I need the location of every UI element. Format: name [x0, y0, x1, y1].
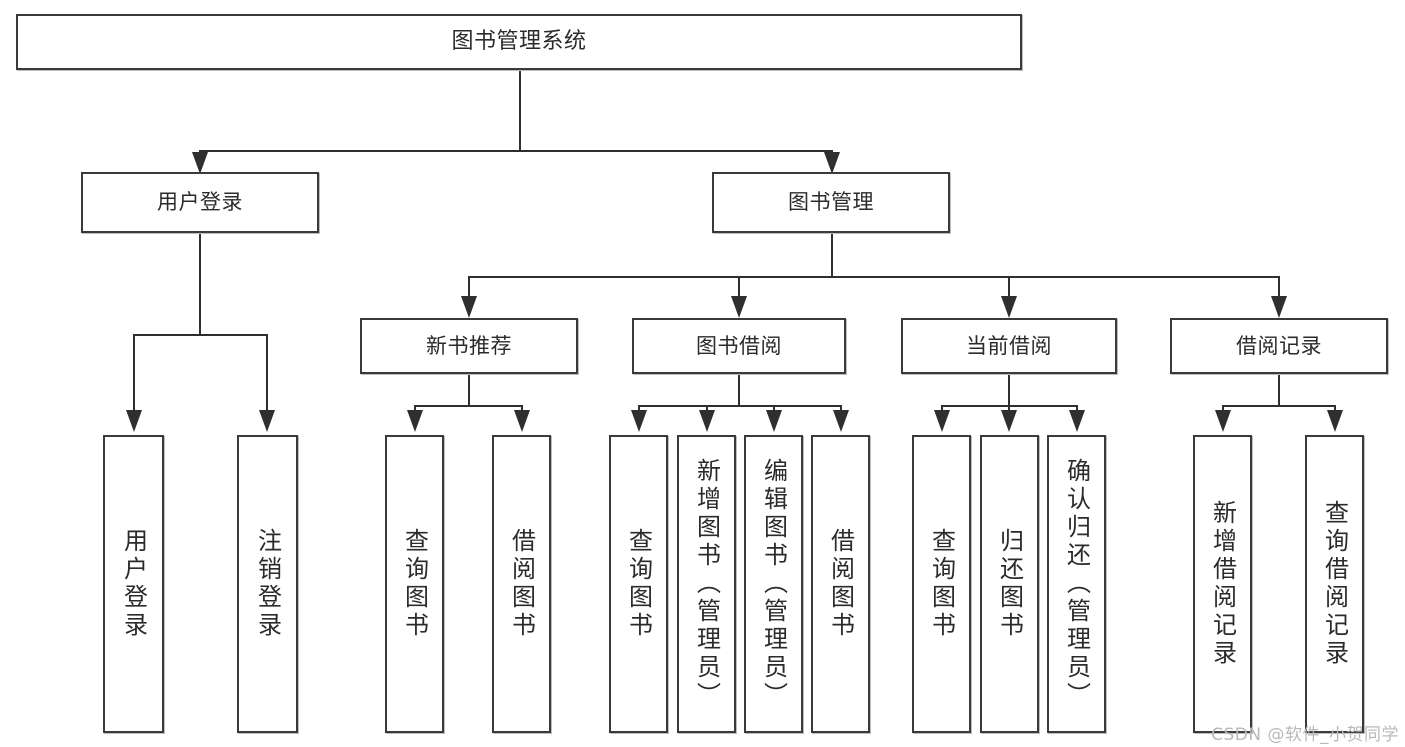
arrow-to-leaf-user-login — [126, 410, 142, 432]
connector-newbook-drop-2 — [521, 405, 523, 413]
arrow-to-book-borrow — [731, 296, 747, 318]
node-book-borrow-label: 图书借阅 — [696, 333, 782, 358]
connector-root-stem — [519, 70, 521, 152]
node-book-management[interactable]: 图书管理 — [712, 172, 950, 233]
node-leaf-borrow-book-1-label: 借阅图书 — [507, 528, 536, 640]
connector-borrowrecord-bus — [1222, 405, 1335, 407]
node-leaf-query-record[interactable]: 查询借阅记录 — [1305, 435, 1364, 733]
node-borrow-record-label: 借阅记录 — [1236, 333, 1322, 358]
connector-userlogin-bus — [133, 334, 267, 336]
node-leaf-user-login[interactable]: 用户登录 — [103, 435, 164, 733]
node-current-borrow-label: 当前借阅 — [966, 333, 1052, 358]
arrow-to-leaf-confirm-return — [1069, 410, 1085, 432]
node-new-book-recommend[interactable]: 新书推荐 — [360, 318, 578, 374]
node-current-borrow[interactable]: 当前借阅 — [901, 318, 1117, 374]
arrow-to-new-book-recommend — [461, 296, 477, 318]
node-leaf-user-login-label: 用户登录 — [119, 528, 148, 640]
node-user-login-label: 用户登录 — [157, 190, 243, 215]
connector-userlogin-drop-1 — [133, 334, 135, 412]
node-book-management-label: 图书管理 — [788, 190, 874, 215]
arrow-to-leaf-query-book-3 — [934, 410, 950, 432]
node-leaf-query-book-2-label: 查询图书 — [624, 528, 653, 640]
connector-bookmgmt-stem — [831, 233, 833, 277]
connector-borrowrecord-drop-2 — [1334, 405, 1336, 413]
connector-borrowrecord-drop-1 — [1222, 405, 1224, 413]
connector-userlogin-drop-2 — [266, 334, 268, 412]
node-leaf-confirm-return-label: 确认归还（管理员） — [1062, 458, 1091, 710]
connector-bookmgmt-drop-4 — [1278, 276, 1280, 298]
node-new-book-recommend-label: 新书推荐 — [426, 333, 512, 358]
node-book-borrow[interactable]: 图书借阅 — [632, 318, 846, 374]
connector-root-bus — [199, 150, 832, 152]
node-leaf-return-book-label: 归还图书 — [995, 528, 1024, 640]
node-leaf-borrow-book-1[interactable]: 借阅图书 — [492, 435, 551, 733]
node-leaf-return-book[interactable]: 归还图书 — [980, 435, 1039, 733]
node-leaf-borrow-book-2-label: 借阅图书 — [826, 528, 855, 640]
node-leaf-query-book-1[interactable]: 查询图书 — [385, 435, 444, 733]
node-root[interactable]: 图书管理系统 — [16, 14, 1022, 70]
arrow-to-leaf-query-book-2 — [631, 410, 647, 432]
node-leaf-confirm-return[interactable]: 确认归还（管理员） — [1047, 435, 1106, 733]
connector-bookmgmt-drop-2 — [738, 276, 740, 298]
node-borrow-record[interactable]: 借阅记录 — [1170, 318, 1388, 374]
node-leaf-query-book-3-label: 查询图书 — [927, 528, 956, 640]
arrow-to-leaf-borrow-book-1 — [514, 410, 530, 432]
arrow-to-current-borrow — [1001, 296, 1017, 318]
node-leaf-logout-label: 注销登录 — [253, 528, 282, 640]
connector-bookborrow-bus — [638, 405, 841, 407]
connector-bookmgmt-drop-3 — [1008, 276, 1010, 298]
connector-bookborrow-drop-4 — [840, 405, 842, 413]
connector-currentborrow-drop-1 — [941, 405, 943, 413]
arrow-to-leaf-add-book — [699, 410, 715, 432]
node-leaf-logout[interactable]: 注销登录 — [237, 435, 298, 733]
node-leaf-query-book-3[interactable]: 查询图书 — [912, 435, 971, 733]
node-leaf-add-book[interactable]: 新增图书（管理员） — [677, 435, 736, 733]
arrow-to-leaf-query-book-1 — [407, 410, 423, 432]
node-leaf-query-record-label: 查询借阅记录 — [1320, 500, 1349, 668]
arrow-to-leaf-edit-book — [766, 410, 782, 432]
connector-currentborrow-stem — [1008, 374, 1010, 406]
node-leaf-add-book-label: 新增图书（管理员） — [692, 458, 721, 710]
connector-bookmgmt-bus — [468, 276, 1280, 278]
connector-newbook-drop-1 — [414, 405, 416, 413]
node-leaf-add-record[interactable]: 新增借阅记录 — [1193, 435, 1252, 733]
node-leaf-query-book-1-label: 查询图书 — [400, 528, 429, 640]
arrow-to-user-login — [192, 152, 208, 174]
arrow-to-leaf-logout — [259, 410, 275, 432]
connector-bookmgmt-drop-1 — [468, 276, 470, 298]
node-leaf-edit-book[interactable]: 编辑图书（管理员） — [744, 435, 803, 733]
node-leaf-edit-book-label: 编辑图书（管理员） — [759, 458, 788, 710]
arrow-to-leaf-borrow-book-2 — [833, 410, 849, 432]
connector-newbook-stem — [468, 374, 470, 406]
node-user-login[interactable]: 用户登录 — [81, 172, 319, 233]
node-root-label: 图书管理系统 — [451, 29, 587, 55]
connector-userlogin-stem — [199, 233, 201, 335]
arrow-to-leaf-add-record — [1215, 410, 1231, 432]
connector-currentborrow-drop-3 — [1076, 405, 1078, 413]
connector-bookborrow-drop-3 — [773, 405, 775, 413]
connector-bookborrow-drop-1 — [638, 405, 640, 413]
connector-bookborrow-stem — [738, 374, 740, 406]
connector-borrowrecord-stem — [1278, 374, 1280, 406]
arrow-to-borrow-record — [1271, 296, 1287, 318]
connector-bookborrow-drop-2 — [706, 405, 708, 413]
arrow-to-leaf-query-record — [1327, 410, 1343, 432]
arrow-to-book-management — [824, 152, 840, 174]
arrow-to-leaf-return-book — [1001, 410, 1017, 432]
node-leaf-add-record-label: 新增借阅记录 — [1208, 500, 1237, 668]
node-leaf-borrow-book-2[interactable]: 借阅图书 — [811, 435, 870, 733]
connector-currentborrow-drop-2 — [1008, 405, 1010, 413]
node-leaf-query-book-2[interactable]: 查询图书 — [609, 435, 668, 733]
connector-newbook-bus — [414, 405, 522, 407]
